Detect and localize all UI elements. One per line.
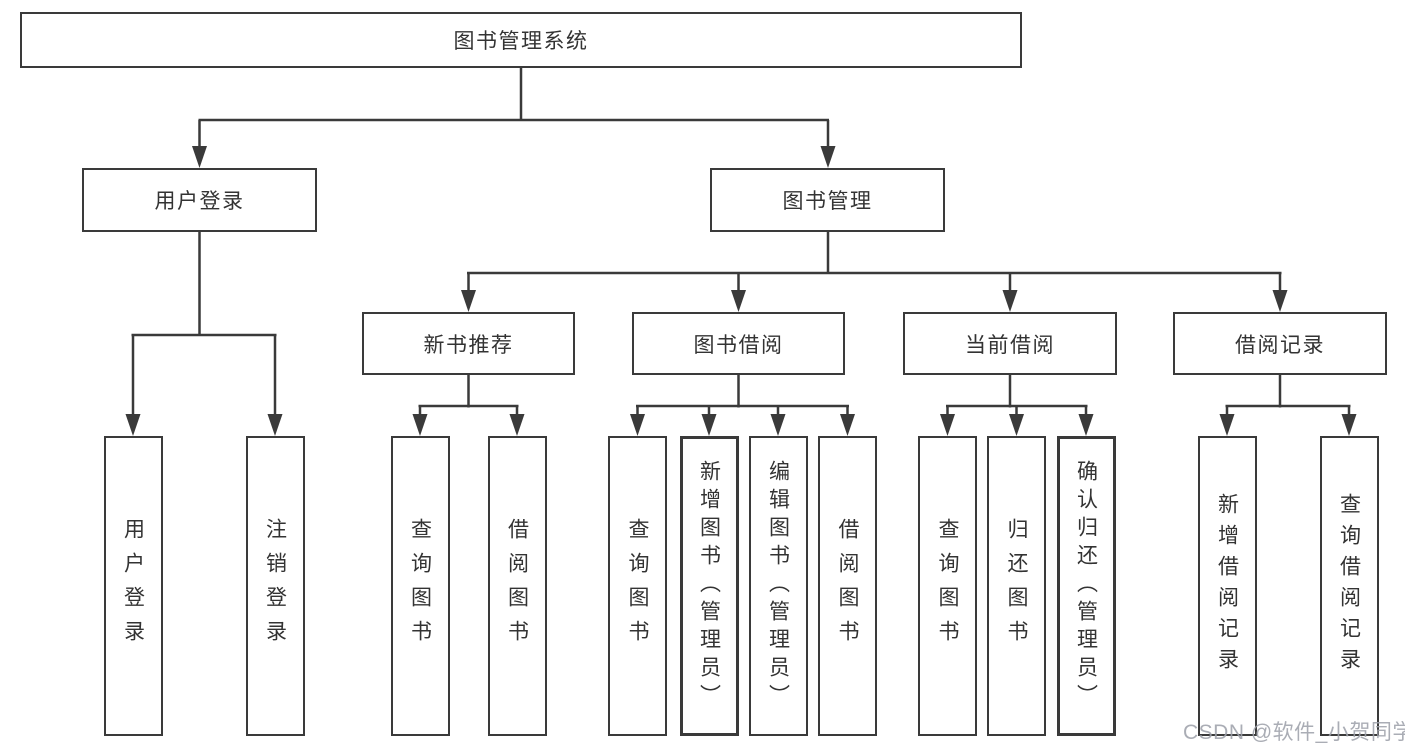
node-label: 查询图书: [408, 518, 432, 654]
arrow-down-icon: [820, 146, 836, 168]
connector-book-management: [467, 232, 1282, 292]
node-edit-books-admin: 编辑图书（管理员）: [748, 436, 808, 736]
connector-new-book-recommendation: [418, 375, 519, 416]
arrow-down-icon: [731, 290, 746, 312]
node-label: 查询借阅记录: [1337, 493, 1361, 679]
arrow-down-icon: [267, 414, 283, 436]
node-label: 注销登录: [263, 518, 287, 654]
node-borrow-books-recommend: 借阅图书: [487, 436, 547, 736]
node-query-books-borrowing: 查询图书: [608, 436, 667, 736]
arrow-down-icon: [509, 414, 525, 436]
node-label: 借阅记录: [1235, 333, 1325, 357]
node-borrowing-records: 借阅记录: [1173, 312, 1387, 375]
node-label: 新增图书（管理员）: [697, 460, 721, 712]
arrow-down-icon: [840, 414, 855, 436]
node-return-books: 归还图书: [987, 436, 1046, 736]
arrow-down-icon: [192, 146, 207, 168]
node-label: 用户登录: [154, 190, 245, 213]
arrow-down-icon: [770, 414, 786, 436]
arrow-down-icon: [1219, 414, 1235, 436]
node-query-borrow-record: 查询借阅记录: [1319, 436, 1379, 736]
node-query-books-current: 查询图书: [918, 436, 977, 736]
node-label: 当前借阅: [965, 333, 1055, 357]
node-user-login: 用户登录: [82, 168, 317, 232]
connector-borrowing-records: [1225, 375, 1351, 416]
node-label: 查询图书: [936, 518, 959, 654]
node-label: 新书推荐: [423, 333, 514, 357]
node-label: 借阅图书: [836, 518, 859, 654]
arrow-down-icon: [1078, 414, 1094, 436]
node-label: 编辑图书（管理员）: [766, 460, 790, 712]
node-library-management-system: 图书管理系统: [20, 12, 1022, 68]
node-add-borrow-record: 新增借阅记录: [1197, 436, 1257, 736]
arrow-down-icon: [940, 414, 955, 436]
arrow-down-icon: [1002, 290, 1018, 312]
node-query-books-recommend: 查询图书: [390, 436, 450, 736]
node-confirm-return-admin: 确认归还（管理员）: [1056, 436, 1116, 736]
node-label: 确认归还（管理员）: [1074, 460, 1098, 712]
watermark: CSDN @软件_小贺同学: [1183, 721, 1405, 744]
arrow-down-icon: [1341, 414, 1357, 436]
node-label: 查询图书: [626, 518, 649, 654]
connector-current-borrowing: [946, 375, 1088, 416]
connector-root: [198, 67, 830, 148]
node-book-management: 图书管理: [710, 168, 945, 232]
arrow-down-icon: [461, 290, 476, 312]
node-label: 图书管理系统: [453, 30, 589, 53]
connector-book-borrowing: [636, 375, 849, 416]
arrow-down-icon: [1272, 290, 1288, 312]
arrow-down-icon: [412, 414, 428, 436]
node-book-borrowing: 图书借阅: [632, 312, 845, 375]
node-new-book-recommendation: 新书推荐: [362, 312, 575, 375]
arrow-down-icon: [1009, 414, 1024, 436]
connector-user-login: [131, 232, 277, 416]
arrow-down-icon: [125, 414, 141, 436]
node-user-login-leaf: 用户登录: [103, 436, 163, 736]
node-current-borrowing: 当前借阅: [903, 312, 1117, 375]
node-add-books-admin: 新增图书（管理员）: [679, 436, 739, 736]
node-label: 用户登录: [121, 518, 145, 654]
node-label: 归还图书: [1005, 518, 1028, 654]
node-borrow-books: 借阅图书: [818, 436, 877, 736]
arrow-down-icon: [701, 414, 717, 436]
node-label: 图书借阅: [693, 333, 784, 357]
node-logout: 注销登录: [245, 436, 305, 736]
node-label: 新增借阅记录: [1215, 493, 1239, 679]
node-label: 图书管理: [782, 190, 873, 213]
arrow-down-icon: [630, 414, 645, 436]
node-label: 借阅图书: [505, 518, 529, 654]
